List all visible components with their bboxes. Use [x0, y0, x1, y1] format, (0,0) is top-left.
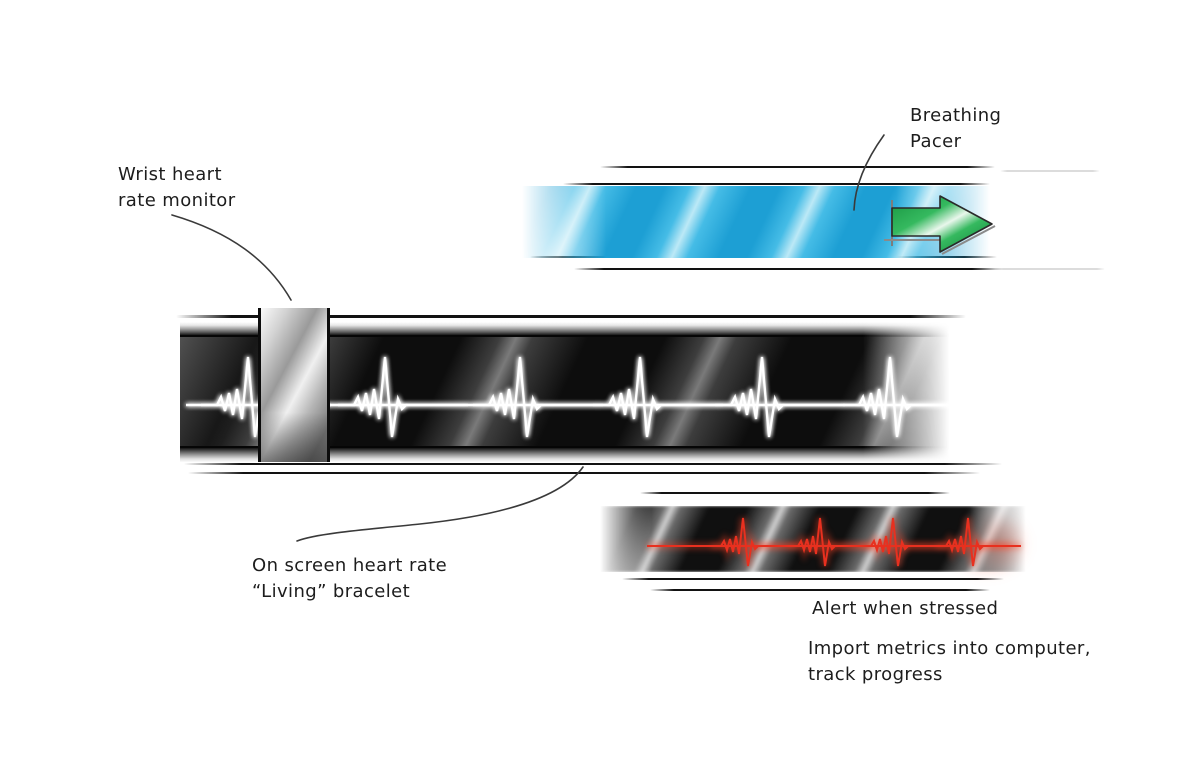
wrist-sensor-clasp: [258, 308, 330, 462]
on-screen-leader-line: [296, 466, 584, 542]
pacer-outline-fade-right-bottom: [995, 268, 1105, 270]
label-on-screen-line2: “Living” bracelet: [252, 580, 411, 602]
bracelet-chrome-top-edge: [180, 322, 965, 337]
pacer-outline-bottom-2: [574, 268, 1002, 270]
label-on-screen-line1: On screen heart rate: [252, 555, 448, 576]
label-wrist-monitor-line1: Wrist heart: [118, 164, 222, 185]
label-on-screen-bracelet: On screen heart rate “Living” bracelet: [252, 553, 447, 604]
wrist-monitor-leader-line: [171, 214, 292, 301]
right-arrow-icon: [884, 195, 996, 255]
bracelet-outline-top: [176, 315, 966, 318]
stress-band-outline-bottom-1: [622, 578, 1004, 580]
pacer-outline-top-2: [563, 183, 990, 185]
pacer-outline-fade-right-top: [1000, 170, 1100, 172]
label-import-metrics-line1: Import metrics into computer,: [808, 638, 1091, 659]
arrow-sketch-guide-diagonal: [941, 225, 996, 255]
stress-band-outline-bottom-2: [650, 589, 990, 591]
bracelet-chrome-bottom-edge: [180, 446, 965, 462]
bracelet-outline-bottom-2: [188, 472, 980, 474]
label-import-metrics-line2: track progress: [808, 663, 943, 685]
label-alert-stressed-line1: Alert when stressed: [812, 598, 999, 619]
pacer-outline-top-1: [600, 166, 995, 168]
label-breathing-pacer-line2: Pacer: [910, 130, 962, 152]
stress-band-outline-top: [640, 492, 950, 494]
label-breathing-pacer: Breathing Pacer: [910, 103, 1001, 154]
label-alert-stressed: Alert when stressed: [812, 596, 998, 622]
label-breathing-pacer-line1: Breathing: [910, 105, 1002, 126]
label-import-metrics: Import metrics into computer, track prog…: [808, 636, 1091, 687]
label-wrist-monitor-line2: rate monitor: [118, 189, 236, 211]
heart-rate-waveform-red: [647, 506, 1030, 572]
bracelet-outline-bottom-1: [184, 463, 1002, 465]
arrow-shape: [891, 195, 993, 253]
label-wrist-monitor: Wrist heart rate monitor: [118, 162, 236, 213]
bracelet-left-sheen: [180, 337, 260, 446]
